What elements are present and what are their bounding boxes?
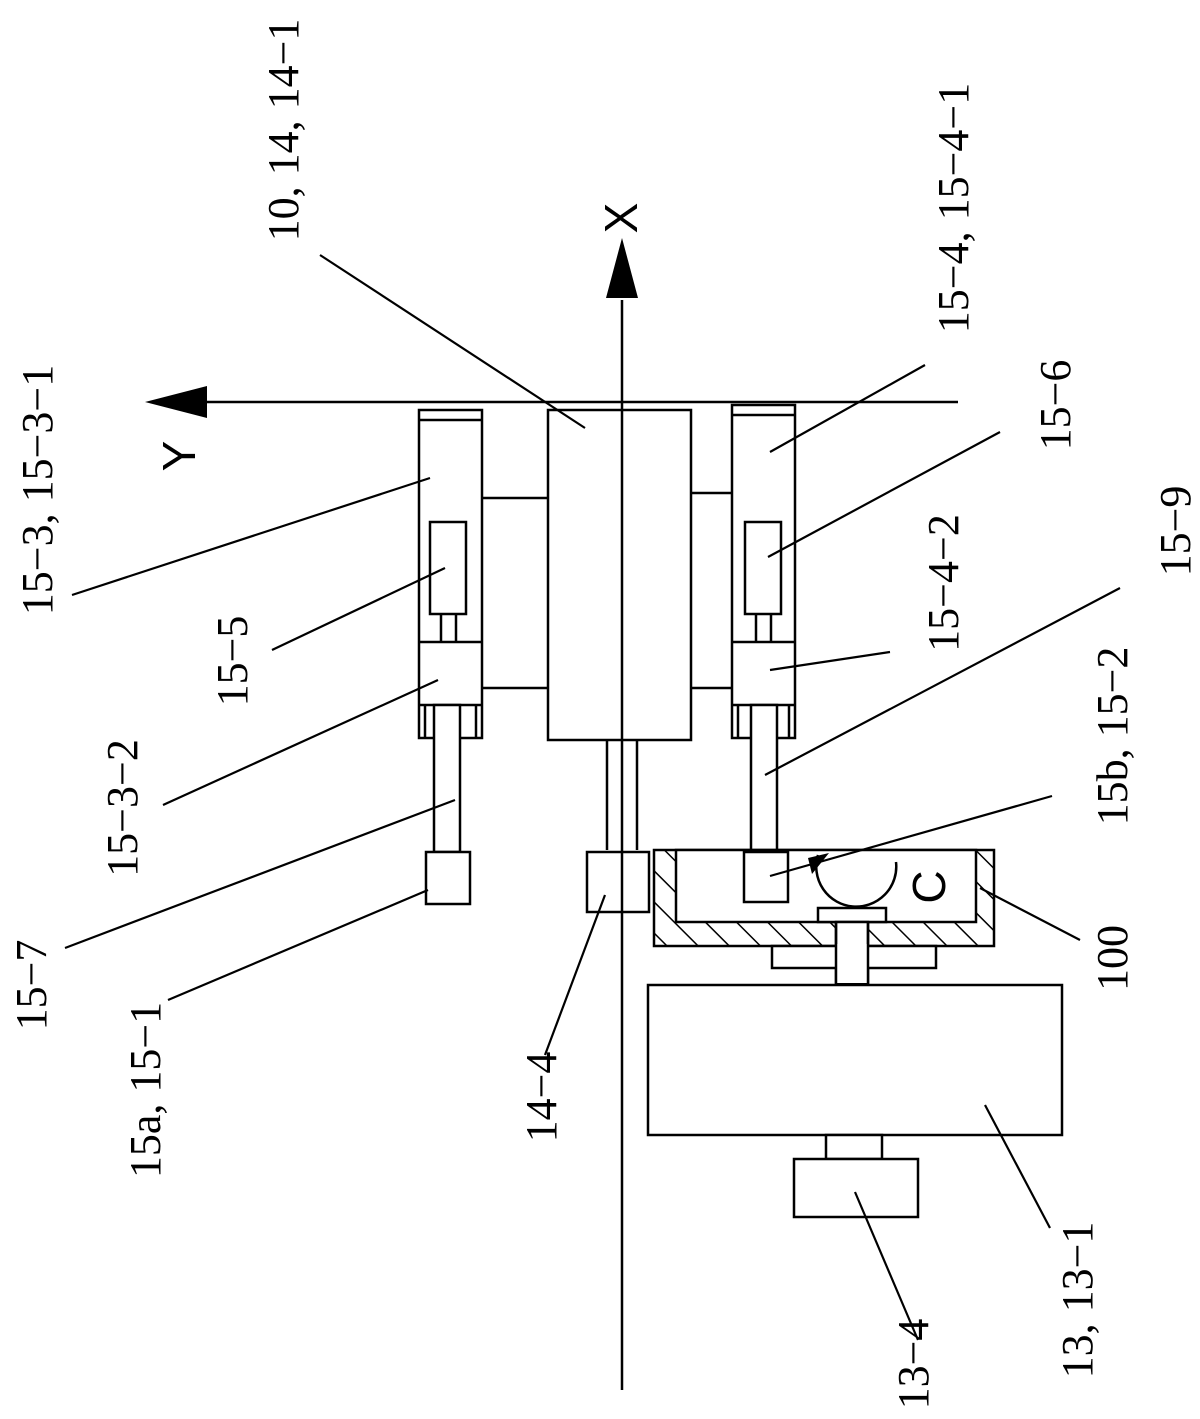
leader-100 [979,887,1081,941]
encoder-13-4 [792,1157,920,1219]
leader-15-3 [71,476,431,597]
right-arm-15-9 [749,703,779,854]
block-14-4 [585,850,651,914]
left-gripper-15a [424,850,472,906]
right-gripper-15b [742,850,790,904]
fixture-support-block [816,906,888,924]
rotation-arrowhead [808,853,829,874]
motor-13-1 [646,983,1064,1137]
leader-15-9 [764,587,1121,776]
label-13-4: 13−4 [889,1319,938,1410]
label-10-14-14-1: 10, 14, 14−1 [259,19,308,242]
leader-13-4 [853,1191,920,1341]
leader-10-14 [319,254,586,429]
rotation-arc [815,854,898,908]
central-body [546,408,693,742]
label-15-9: 15−9 [1151,486,1200,577]
leader-15-3-2 [162,678,439,807]
label-14-4: 14−4 [517,1052,566,1143]
label-15b-15-2: 15b, 15−2 [1088,647,1137,826]
leader-15-6 [767,431,1001,558]
y-axis-label: Y [153,441,205,472]
leader-15a [167,888,429,1002]
leader-13-13-1 [984,1104,1051,1229]
leader-14-4 [543,894,607,1056]
right-cylinder-15-6 [743,520,783,616]
leader-15-4-2 [769,650,891,672]
label-100: 100 [1088,925,1137,991]
fixture-shaft-over-flange [837,944,867,983]
label-15a-15-1: 15a, 15−1 [121,1002,170,1178]
x-axis-arrow [606,238,638,298]
left-cylinder-15-5 [428,520,468,616]
left-arm-15-7 [432,703,462,854]
label-15-4-15-4-1: 15−4, 15−4−1 [929,83,978,333]
label-13-13-1: 13, 13−1 [1053,1222,1102,1379]
y-axis-arrow [145,386,207,418]
label-15-6: 15−6 [1031,360,1080,451]
label-15-5: 15−5 [208,616,257,707]
leader-15b [769,794,1053,878]
rotation-label: C [903,870,955,903]
x-axis-label: X [595,203,647,234]
label-15-3-2: 15−3−2 [98,739,147,877]
label-15-3-15-3-1: 15−3, 15−3−1 [13,365,62,615]
leader-15-7 [64,798,456,950]
label-15-4-2: 15−4−2 [919,514,968,652]
leader-15-5 [271,567,446,651]
label-15-7: 15−7 [7,940,56,1031]
leader-15-4 [769,364,926,453]
motor-neck [824,1133,884,1161]
